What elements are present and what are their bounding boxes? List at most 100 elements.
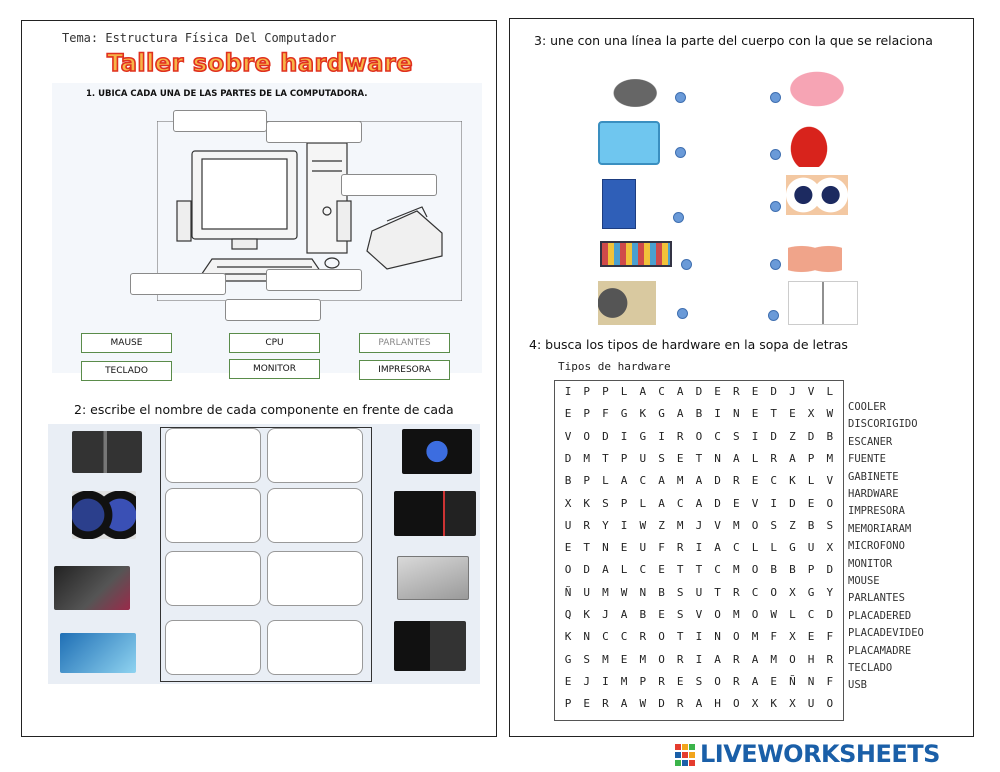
wordsearch-letter[interactable]: T: [695, 563, 703, 577]
wordsearch-letter[interactable]: S: [602, 496, 609, 510]
wordsearch-letter[interactable]: H: [807, 652, 815, 666]
wordsearch-letter[interactable]: N: [602, 541, 609, 555]
wordsearch-letter[interactable]: U: [583, 585, 590, 599]
wordsearch-letter[interactable]: O: [732, 630, 740, 644]
wordsearch-letter[interactable]: I: [695, 652, 703, 666]
wordsearch-letter[interactable]: B: [658, 585, 665, 599]
wordsearch-letter[interactable]: G: [807, 585, 815, 599]
wordsearch-letter[interactable]: I: [620, 518, 628, 532]
wordsearch-letter[interactable]: L: [807, 474, 815, 488]
wordsearch-letter[interactable]: X: [826, 541, 834, 555]
wordsearch-letter[interactable]: L: [770, 541, 777, 555]
wordsearch-letter[interactable]: D: [564, 451, 572, 465]
wordsearch-letter[interactable]: B: [564, 474, 572, 488]
wordsearch-letter[interactable]: B: [807, 518, 815, 532]
wordsearch-letter[interactable]: E: [807, 496, 815, 510]
answer-box-6[interactable]: [267, 551, 363, 606]
wordsearch-letter[interactable]: Ñ: [564, 585, 572, 599]
wordsearch-letter[interactable]: A: [751, 674, 759, 688]
match-dot-right-2[interactable]: [770, 149, 781, 160]
wordsearch-letter[interactable]: D: [658, 697, 665, 711]
wordsearch-letter[interactable]: R: [732, 585, 740, 599]
wordsearch-letter[interactable]: R: [732, 652, 740, 666]
match-dot-right-5[interactable]: [768, 310, 779, 321]
wordsearch-letter[interactable]: L: [639, 496, 647, 510]
wordsearch-letter[interactable]: G: [639, 429, 647, 443]
wordsearch-letter[interactable]: A: [714, 541, 721, 555]
wordsearch-letter[interactable]: G: [658, 407, 665, 421]
wordsearch-letter[interactable]: A: [658, 474, 665, 488]
wordsearch-letter[interactable]: A: [620, 697, 628, 711]
wordsearch-letter[interactable]: I: [770, 496, 777, 510]
wordsearch-letter[interactable]: D: [826, 563, 834, 577]
wordsearch-letter[interactable]: K: [583, 496, 590, 510]
wordsearch-letter[interactable]: O: [751, 608, 759, 621]
wordsearch-letter[interactable]: U: [564, 518, 572, 532]
wordsearch-letter[interactable]: E: [658, 608, 665, 621]
wordsearch-letter[interactable]: G: [564, 652, 572, 666]
wordsearch-letter[interactable]: P: [639, 674, 647, 688]
wordsearch-letter[interactable]: M: [620, 674, 628, 688]
wordsearch-letter[interactable]: V: [564, 429, 572, 443]
wordsearch-letter[interactable]: M: [732, 608, 740, 621]
wordsearch-letter[interactable]: L: [602, 474, 609, 488]
wordsearch-letter[interactable]: O: [583, 429, 590, 443]
wordsearch-letter[interactable]: R: [639, 630, 647, 644]
wordsearch-letter[interactable]: X: [807, 407, 815, 421]
word-impresora[interactable]: IMPRESORA: [359, 360, 450, 380]
wordsearch-letter[interactable]: S: [658, 451, 665, 465]
wordsearch-letter[interactable]: U: [807, 541, 815, 555]
wordsearch-letter[interactable]: C: [714, 429, 721, 443]
wordsearch-letter[interactable]: I: [564, 385, 572, 398]
wordsearch-letter[interactable]: E: [564, 541, 572, 555]
wordsearch-letter[interactable]: P: [602, 385, 609, 398]
wordsearch-letter[interactable]: L: [789, 608, 796, 621]
wordsearch-letter[interactable]: D: [826, 608, 834, 621]
wordsearch-letter[interactable]: S: [676, 608, 684, 621]
wordsearch-letter[interactable]: K: [583, 608, 590, 621]
wordsearch-letter[interactable]: Y: [602, 518, 609, 532]
wordsearch-letter[interactable]: T: [583, 541, 590, 555]
wordsearch-letter[interactable]: A: [751, 652, 759, 666]
wordsearch-letter[interactable]: J: [583, 674, 590, 688]
wordsearch-letter[interactable]: C: [620, 630, 628, 644]
wordsearch-letter[interactable]: F: [602, 407, 609, 421]
wordsearch-letter[interactable]: E: [564, 674, 572, 688]
diagram-label-box-3[interactable]: [341, 174, 437, 196]
wordsearch-letter[interactable]: E: [583, 697, 590, 711]
wordsearch-letter[interactable]: T: [695, 451, 703, 465]
wordsearch-letter[interactable]: P: [620, 451, 628, 465]
wordsearch-letter[interactable]: E: [676, 451, 684, 465]
diagram-label-box-1[interactable]: [173, 110, 267, 132]
wordsearch-letter[interactable]: J: [602, 608, 609, 621]
wordsearch-letter[interactable]: S: [676, 585, 684, 599]
wordsearch-letter[interactable]: B: [695, 407, 703, 421]
wordsearch-letter[interactable]: S: [770, 518, 777, 532]
wordsearch-letter[interactable]: F: [826, 674, 834, 688]
wordsearch-letter[interactable]: A: [639, 385, 647, 398]
wordsearch-letter[interactable]: T: [770, 407, 777, 421]
wordsearch-letter[interactable]: R: [732, 674, 740, 688]
wordsearch-letter[interactable]: I: [695, 630, 703, 644]
match-dot-right-4[interactable]: [770, 259, 781, 270]
wordsearch-letter[interactable]: M: [583, 451, 590, 465]
wordsearch-letter[interactable]: U: [639, 541, 647, 555]
wordsearch-letter[interactable]: W: [826, 407, 834, 421]
wordsearch-letter[interactable]: S: [695, 674, 703, 688]
wordsearch-letter[interactable]: R: [676, 652, 684, 666]
word-mause[interactable]: MAUSE: [81, 333, 172, 353]
wordsearch-letter[interactable]: J: [695, 518, 703, 532]
wordsearch-letter[interactable]: R: [602, 697, 609, 711]
wordsearch-letter[interactable]: C: [676, 496, 684, 510]
wordsearch-letter[interactable]: N: [732, 407, 740, 421]
wordsearch-letter[interactable]: K: [789, 474, 796, 488]
wordsearch-letter[interactable]: I: [602, 674, 609, 688]
wordsearch-letter[interactable]: Z: [658, 518, 665, 532]
wordsearch-letter[interactable]: W: [770, 608, 777, 621]
wordsearch-letter[interactable]: A: [695, 697, 703, 711]
wordsearch-letter[interactable]: Z: [789, 518, 796, 532]
wordsearch-letter[interactable]: M: [732, 518, 740, 532]
wordsearch-letter[interactable]: O: [658, 652, 665, 666]
match-dot-left-5[interactable]: [677, 308, 688, 319]
